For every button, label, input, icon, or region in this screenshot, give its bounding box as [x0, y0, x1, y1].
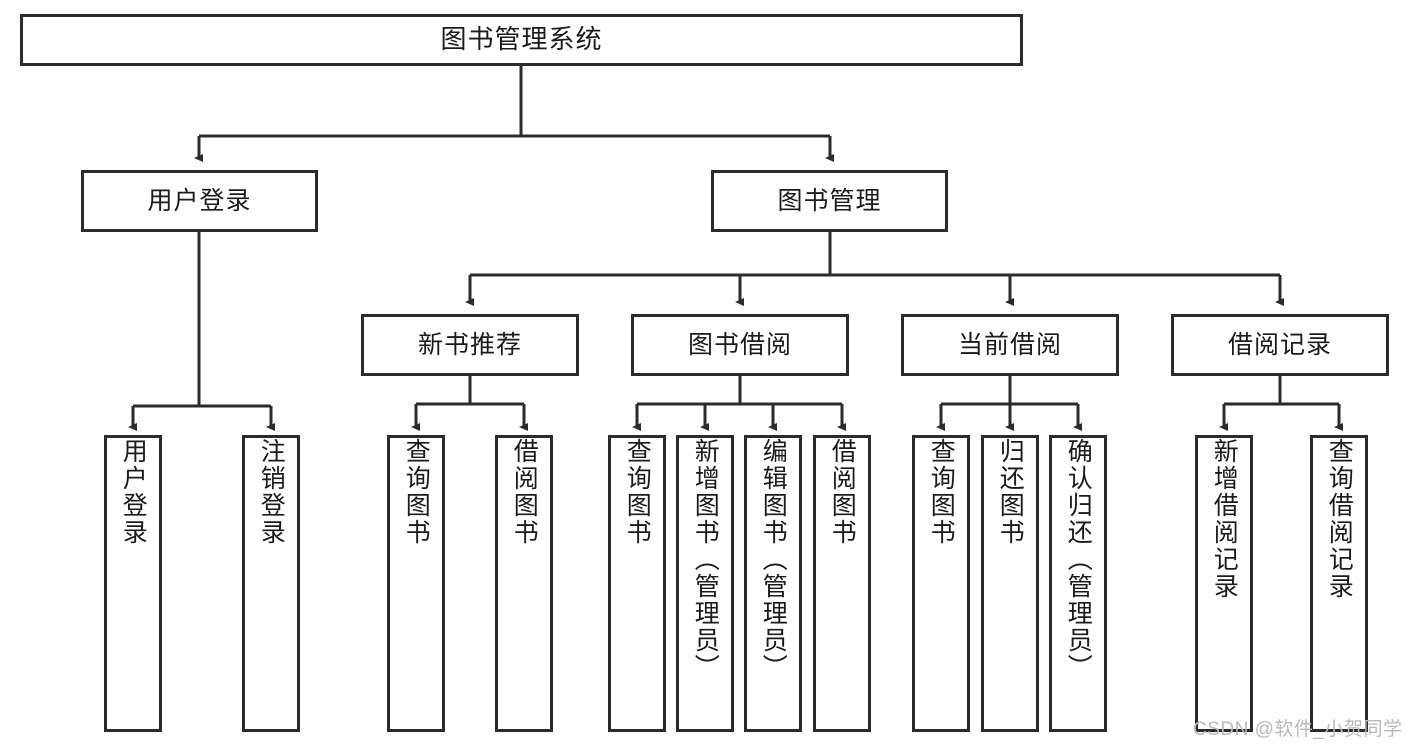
node-new-book-rec[interactable]: 新书推荐 — [361, 314, 579, 376]
leaf-user-login-label: 用户登录 — [119, 438, 148, 546]
node-user-login[interactable]: 用户登录 — [81, 170, 318, 232]
node-user-login-label: 用户登录 — [147, 186, 252, 215]
leaf-return-book-label: 归还图书 — [996, 438, 1025, 546]
leaf-add-book[interactable]: 新增图书（管理员） — [676, 435, 734, 732]
node-book-manage-label: 图书管理 — [777, 186, 882, 215]
node-borrow-record[interactable]: 借阅记录 — [1171, 314, 1389, 376]
node-root[interactable]: 图书管理系统 — [20, 14, 1023, 66]
leaf-add-record-label: 新增借阅记录 — [1210, 438, 1239, 600]
node-root-label: 图书管理系统 — [440, 24, 603, 55]
node-current-borrow-label: 当前借阅 — [957, 330, 1062, 359]
leaf-query-record[interactable]: 查询借阅记录 — [1310, 435, 1368, 732]
leaf-user-login[interactable]: 用户登录 — [104, 435, 162, 732]
node-current-borrow[interactable]: 当前借阅 — [901, 314, 1119, 376]
node-new-book-rec-label: 新书推荐 — [417, 330, 522, 359]
leaf-edit-book-label: 编辑图书（管理员） — [759, 438, 788, 681]
leaf-user-logout-label: 注销登录 — [257, 438, 286, 546]
leaf-user-logout[interactable]: 注销登录 — [242, 435, 300, 732]
leaf-confirm-return[interactable]: 确认归还（管理员） — [1049, 435, 1107, 732]
leaf-borrow-book-1[interactable]: 借阅图书 — [495, 435, 553, 732]
leaf-query-book-2-label: 查询图书 — [623, 438, 652, 546]
leaf-query-book-3-label: 查询图书 — [927, 438, 956, 546]
node-book-borrow-label: 图书借阅 — [687, 330, 792, 359]
leaf-borrow-book-2[interactable]: 借阅图书 — [813, 435, 871, 732]
leaf-query-book-1-label: 查询图书 — [402, 438, 431, 546]
leaf-query-book-3[interactable]: 查询图书 — [912, 435, 970, 732]
leaf-query-book-2[interactable]: 查询图书 — [608, 435, 666, 732]
leaf-add-book-label: 新增图书（管理员） — [691, 438, 720, 681]
leaf-edit-book[interactable]: 编辑图书（管理员） — [744, 435, 802, 732]
leaf-query-book-1[interactable]: 查询图书 — [387, 435, 445, 732]
leaf-borrow-book-2-label: 借阅图书 — [828, 438, 857, 546]
node-borrow-record-label: 借阅记录 — [1227, 330, 1332, 359]
leaf-confirm-return-label: 确认归还（管理员） — [1064, 438, 1093, 681]
leaf-borrow-book-1-label: 借阅图书 — [510, 438, 539, 546]
leaf-add-record[interactable]: 新增借阅记录 — [1195, 435, 1253, 732]
leaf-query-record-label: 查询借阅记录 — [1325, 438, 1354, 600]
node-book-manage[interactable]: 图书管理 — [711, 170, 948, 232]
leaf-return-book[interactable]: 归还图书 — [981, 435, 1039, 732]
node-book-borrow[interactable]: 图书借阅 — [631, 314, 849, 376]
watermark-text: CSDN @软件_小贺同学 — [1193, 719, 1403, 740]
